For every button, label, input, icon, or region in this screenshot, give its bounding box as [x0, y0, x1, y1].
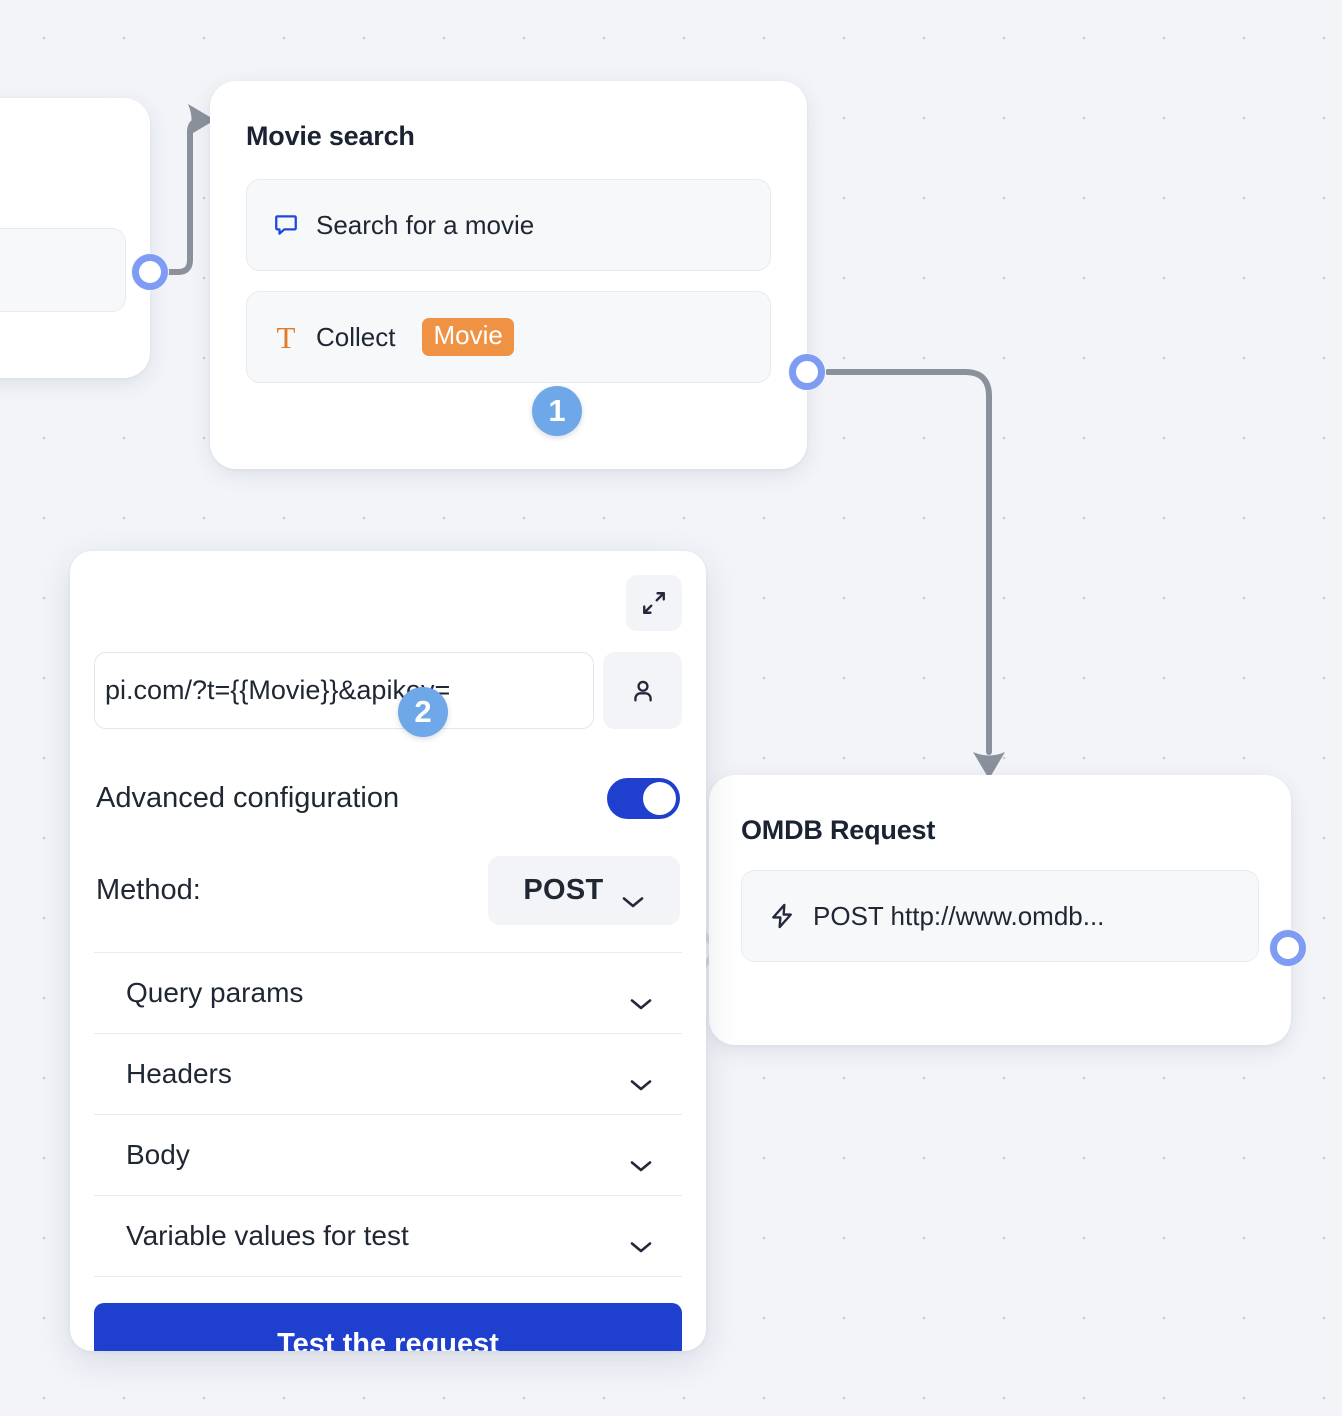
user-icon — [629, 677, 657, 705]
node-row-post-request[interactable]: POST http://www.omdb... — [741, 870, 1259, 962]
chat-bubble-icon — [273, 212, 299, 238]
node-movie-search-output-port[interactable] — [788, 353, 826, 391]
node-omdb-request-title: OMDB Request — [741, 815, 936, 845]
chevron-down-icon — [629, 1148, 653, 1172]
expand-diagonal-icon — [641, 590, 667, 616]
node-row-collect-movie[interactable]: T Collect Movie — [246, 291, 771, 383]
panel-topbar — [94, 575, 682, 631]
variable-pill-movie[interactable]: Movie — [422, 318, 514, 356]
expand-panel-button[interactable] — [626, 575, 682, 631]
section-label: Query params — [126, 977, 304, 1008]
node-row-label: POST http://www.omdb... — [813, 900, 1105, 931]
advanced-configuration-row: Advanced configuration — [94, 778, 682, 819]
test-the-request-button[interactable]: Test the request — [94, 1303, 682, 1351]
partial-node-row[interactable] — [0, 228, 126, 312]
advanced-configuration-toggle[interactable] — [607, 778, 680, 819]
node-movie-search-title: Movie search — [246, 121, 415, 151]
method-select[interactable]: POST — [488, 856, 680, 925]
section-query-params[interactable]: Query params — [94, 953, 682, 1034]
request-config-panel[interactable]: pi.com/?t={{Movie}}&apikey= Advanced con… — [70, 551, 706, 1351]
section-headers[interactable]: Headers — [94, 1034, 682, 1115]
partial-node-output-port[interactable] — [131, 253, 169, 291]
config-sections-accordion: Query params Headers Body Variable value… — [94, 952, 682, 1277]
step-badge-1: 1 — [532, 386, 582, 436]
lightning-bolt-icon — [768, 902, 796, 930]
section-label: Headers — [126, 1058, 232, 1089]
url-row: pi.com/?t={{Movie}}&apikey= — [94, 652, 682, 729]
step-badge-2: 2 — [398, 687, 448, 737]
section-variable-values-for-test[interactable]: Variable values for test — [94, 1196, 682, 1277]
section-label: Variable values for test — [126, 1220, 409, 1251]
node-row-label: Search for a movie — [316, 209, 535, 240]
node-omdb-request-output-port[interactable] — [1269, 929, 1307, 967]
method-row: Method: POST — [94, 856, 682, 925]
request-url-input[interactable]: pi.com/?t={{Movie}}&apikey= — [94, 652, 594, 729]
section-body[interactable]: Body — [94, 1115, 682, 1196]
node-row-search-for-a-movie[interactable]: Search for a movie — [246, 179, 771, 271]
chevron-down-icon — [621, 884, 645, 907]
node-movie-search[interactable]: Movie search Search for a movie T Collec… — [210, 81, 807, 469]
text-format-icon: T — [276, 319, 296, 355]
chevron-down-icon — [629, 1229, 653, 1253]
node-row-label: Collect — [316, 321, 396, 352]
chevron-down-icon — [629, 986, 653, 1010]
section-label: Body — [126, 1139, 190, 1170]
chevron-down-icon — [629, 1067, 653, 1091]
node-omdb-request[interactable]: OMDB Request POST http://www.omdb... — [709, 775, 1291, 1045]
method-label: Method: — [96, 874, 201, 906]
partial-node[interactable] — [0, 98, 150, 378]
authorization-button[interactable] — [603, 652, 682, 729]
advanced-configuration-label: Advanced configuration — [96, 782, 400, 814]
method-selected-value: POST — [523, 874, 604, 906]
